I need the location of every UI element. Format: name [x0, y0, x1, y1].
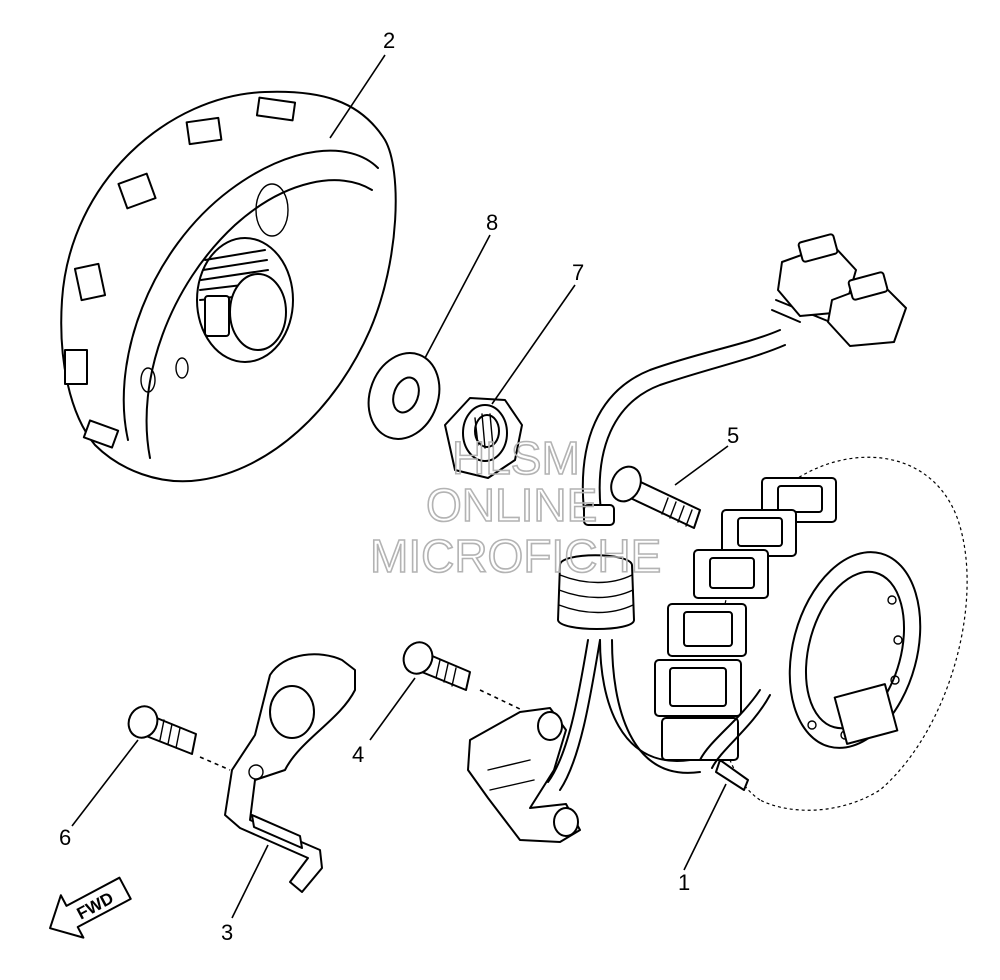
callout-4: 4 [352, 742, 364, 767]
callout-6: 6 [59, 825, 71, 850]
watermark-line-2: ONLINE [426, 479, 597, 531]
callout-5: 5 [727, 423, 739, 448]
wire-couplers [777, 233, 907, 347]
callouts: 2 8 7 5 4 6 3 1 [59, 28, 739, 945]
forward-arrow: FWD [49, 876, 132, 939]
washer [367, 352, 441, 440]
leader-lines [71, 54, 729, 919]
callout-3: 3 [221, 920, 233, 945]
bracket-screw [127, 705, 197, 755]
stator-screw [610, 465, 701, 529]
callout-1: 1 [678, 870, 690, 895]
pickup-coil [467, 707, 581, 843]
stator-assembly [654, 456, 968, 811]
flange-nut [444, 397, 523, 479]
bracket [224, 653, 356, 893]
rotor-flywheel [60, 90, 397, 483]
watermark-line-1: HLSM [452, 432, 580, 484]
wire-harness [547, 299, 841, 791]
callout-7: 7 [572, 260, 584, 285]
watermark-line-3: MICROFICHE [370, 530, 661, 582]
watermark: HLSM ONLINE MICROFICHE [369, 431, 662, 583]
callout-8: 8 [486, 210, 498, 235]
callout-2: 2 [383, 28, 395, 53]
pickup-coil-screw [402, 641, 471, 691]
